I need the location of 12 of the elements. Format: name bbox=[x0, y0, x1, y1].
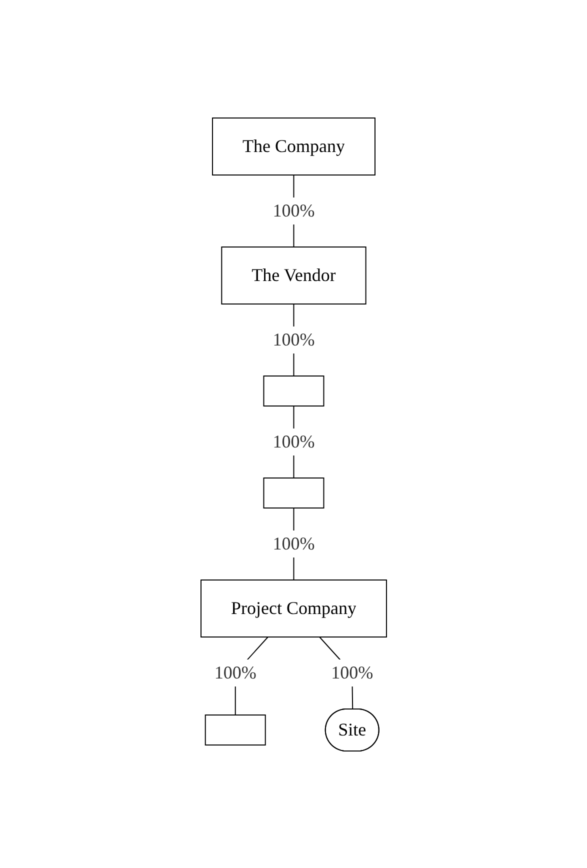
edge-label: 100% bbox=[214, 662, 256, 682]
edge-label: 100% bbox=[330, 662, 373, 682]
edge-label: 100% bbox=[272, 329, 314, 349]
edge-label: 100% bbox=[272, 431, 314, 451]
node-box bbox=[263, 477, 324, 508]
edge-label: 100% bbox=[272, 200, 314, 220]
node-box: The Company bbox=[212, 117, 376, 175]
node-box: The Vendor bbox=[220, 246, 366, 304]
node-box bbox=[263, 375, 324, 406]
node-box bbox=[204, 714, 266, 745]
node-box: Project Company bbox=[200, 579, 387, 637]
edge-label: 100% bbox=[272, 533, 314, 553]
